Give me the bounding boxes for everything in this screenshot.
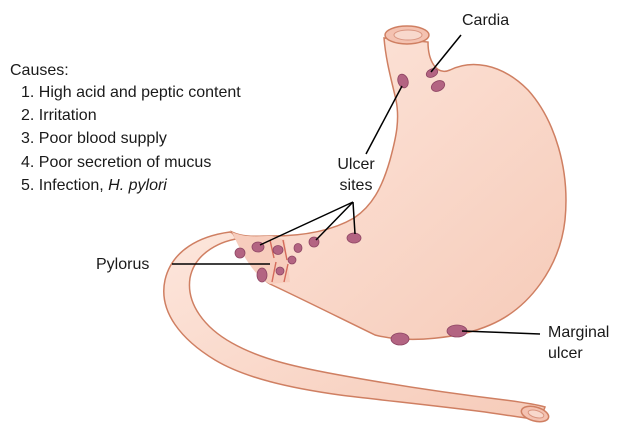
ulcer-sites-line2: sites	[330, 175, 382, 196]
marginal-ulcer-leader	[462, 331, 540, 334]
causes-heading: Causes:	[10, 60, 69, 81]
ulcer-spot	[294, 244, 302, 253]
cardia-label: Cardia	[462, 10, 509, 31]
ulcer-spot	[391, 333, 409, 345]
ulcer-spot	[257, 268, 267, 282]
ulcer-sites-line1: Ulcer	[330, 154, 382, 175]
cause-item: 5. Infection, H. pylori	[21, 174, 241, 197]
marginal-ulcer-label: Marginal ulcer	[548, 322, 609, 364]
h-pylori-text: H. pylori	[108, 177, 167, 194]
cause-item: 1. High acid and peptic content	[21, 81, 241, 104]
cause-item: 4. Poor secretion of mucus	[21, 151, 241, 174]
pylorus-label: Pylorus	[96, 254, 149, 275]
ulcer-spot	[273, 246, 283, 255]
cause-item: 3. Poor blood supply	[21, 127, 241, 150]
marginal-line1: Marginal	[548, 322, 609, 343]
ulcer-spot	[347, 233, 361, 243]
causes-list: 1. High acid and peptic content 2. Irrit…	[21, 81, 241, 197]
marginal-line2: ulcer	[548, 343, 609, 364]
ulcer-spot	[288, 256, 296, 264]
cardia-leader	[431, 35, 461, 72]
ulcer-sites-label: Ulcer sites	[330, 154, 382, 196]
ulcer-spot	[276, 267, 284, 275]
cause-item: 2. Irritation	[21, 104, 241, 127]
ulcer-spot	[235, 248, 245, 258]
